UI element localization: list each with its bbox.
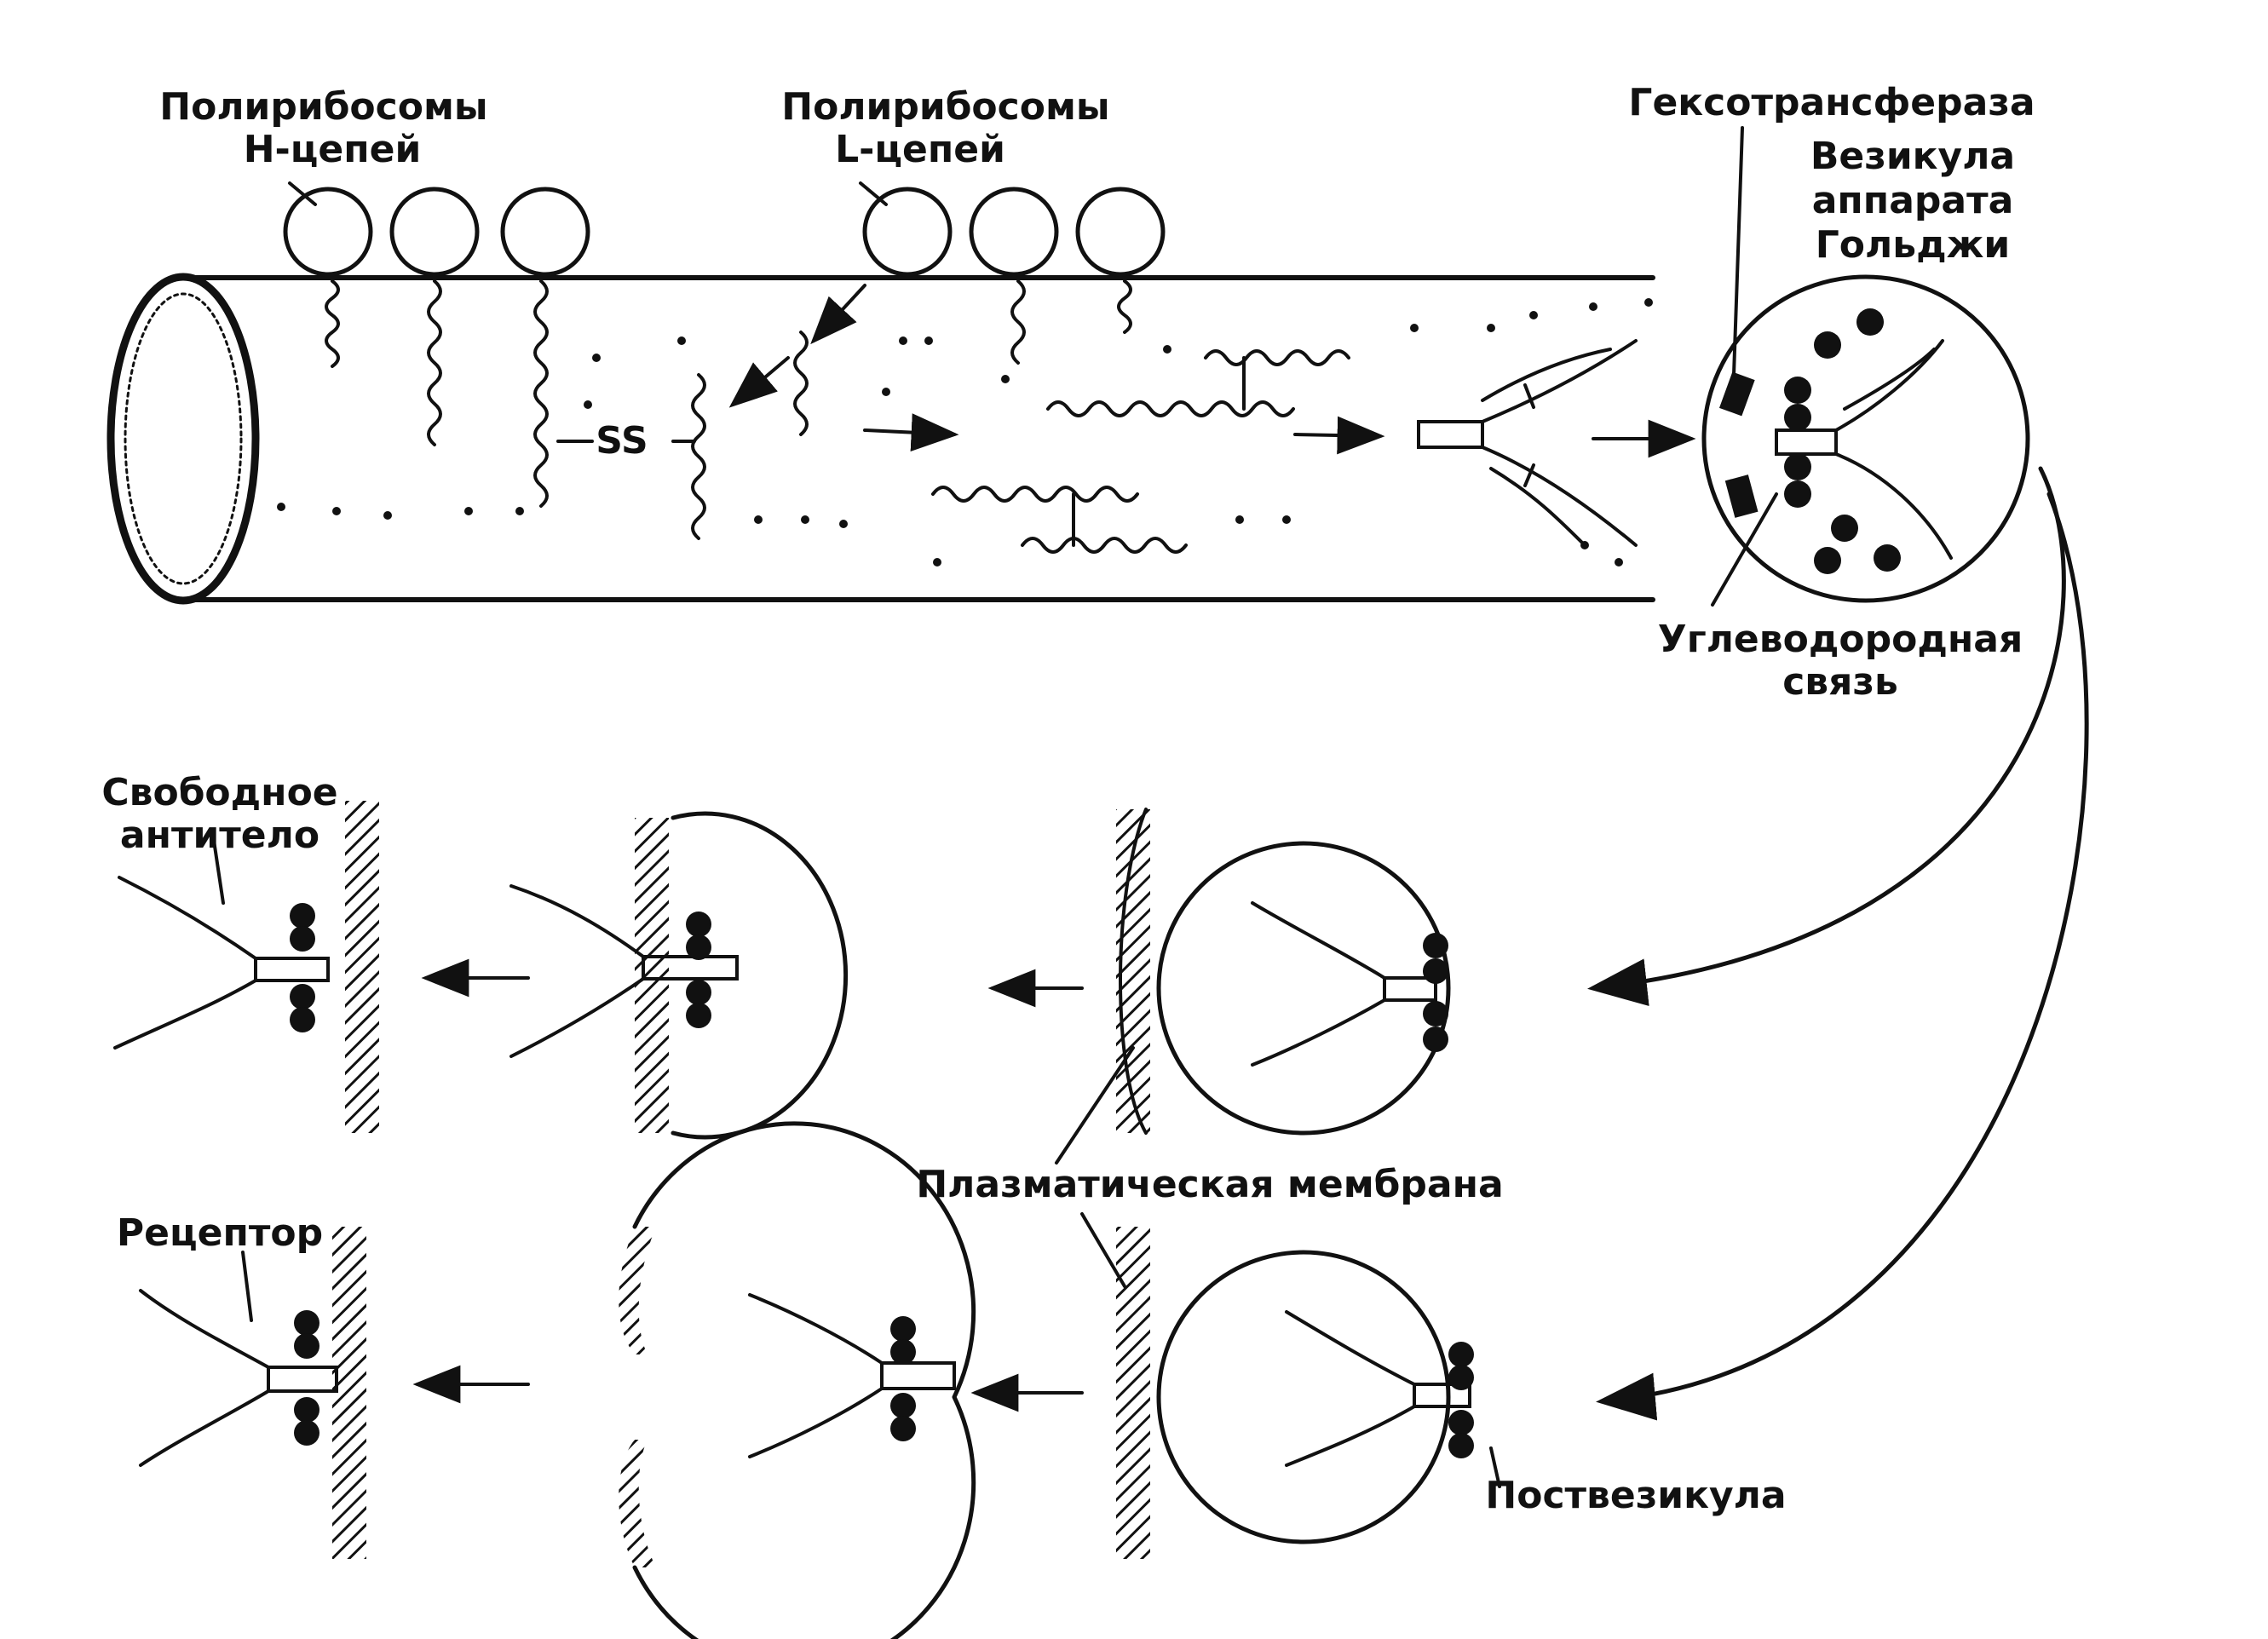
l-chain-polyribosomes xyxy=(862,187,1166,277)
er-antibody xyxy=(1417,339,1638,547)
row1-vesicle-fusing xyxy=(509,811,849,1140)
label-h-polyribosomes-1: Полирибосомы xyxy=(159,85,487,129)
row1-free-antibody xyxy=(113,801,379,1133)
label-free-antibody-1: Свободное xyxy=(101,771,337,814)
er-tube xyxy=(106,273,1655,605)
label-golgi-vesicle-2: аппарата xyxy=(1812,179,2014,222)
golgi-vesicle xyxy=(1701,274,2030,603)
label-free-antibody-2: антитело xyxy=(120,814,319,857)
h-chain-polyribosomes xyxy=(283,187,590,277)
er-flow-arrows xyxy=(728,284,1696,458)
nascent-chains xyxy=(325,279,1350,554)
row2-receptor-antibody xyxy=(139,1227,366,1559)
label-l-polyribosomes-2: L-цепей xyxy=(835,128,1005,171)
ribosome xyxy=(500,187,590,277)
label-l-polyribosomes-1: Полирибосомы xyxy=(781,85,1109,129)
ribosome xyxy=(969,187,1059,277)
label-hexotransferase: Гексотрансфераза xyxy=(1628,81,2035,124)
row2-vesicle-right xyxy=(1116,1227,1474,1559)
ribosome xyxy=(862,187,953,277)
lumen-dots xyxy=(277,298,1653,566)
label-postvesicle: Поствезикула xyxy=(1485,1474,1786,1517)
leader-lines xyxy=(211,126,1778,1488)
ribosome xyxy=(283,187,373,277)
label-receptor: Рецептор xyxy=(117,1211,323,1255)
label-golgi-vesicle-3: Гольджи xyxy=(1816,223,2010,267)
row1-vesicle-right xyxy=(1116,808,1451,1136)
label-carbohydrate-1: Углеводородная xyxy=(1658,618,2023,661)
ribosome xyxy=(1075,187,1166,277)
label-ss-bond: SS xyxy=(596,419,648,463)
golgi-to-membrane-arrows xyxy=(1587,466,2089,1421)
label-h-polyribosomes-2: Н-цепей xyxy=(244,128,422,171)
label-plasma-membrane: Плазматическая мембрана xyxy=(916,1163,1503,1206)
label-carbohydrate-2: связь xyxy=(1782,660,1898,704)
label-golgi-vesicle-1: Везикула xyxy=(1810,135,2015,178)
ribosome xyxy=(389,187,480,277)
row2-vesicle-opening xyxy=(619,1121,976,1639)
labels: Полирибосомы Н-цепей Полирибосомы L-цепе… xyxy=(101,81,2035,1517)
